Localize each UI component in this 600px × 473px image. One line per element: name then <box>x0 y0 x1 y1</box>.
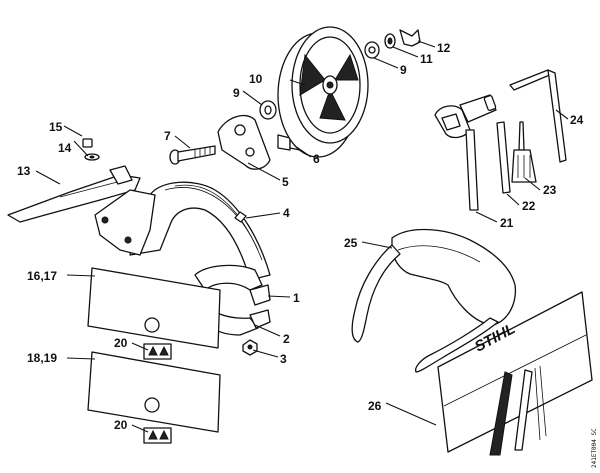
wheel-bolt <box>169 145 216 165</box>
combination-wrench <box>434 94 497 211</box>
deflector-blade <box>7 165 141 223</box>
spacer-sleeve-left <box>259 100 277 120</box>
callout-15: 15 <box>49 120 63 134</box>
safety-glasses <box>351 228 517 373</box>
pictogram-sticker-lower <box>143 427 172 444</box>
callout-13: 13 <box>17 164 31 178</box>
callout-25: 25 <box>344 236 358 250</box>
leader-lines <box>35 40 569 433</box>
reference-code: 241ET004 SC <box>591 428 598 468</box>
callout-24: 24 <box>570 113 584 127</box>
callout-18-19: 18,19 <box>27 351 57 365</box>
callout-9-left: 9 <box>233 86 240 100</box>
callout-14: 14 <box>58 141 72 155</box>
callout-4: 4 <box>283 206 290 220</box>
clamp-assembly <box>191 264 271 356</box>
screwdriver <box>511 121 537 183</box>
callout-10: 10 <box>249 72 263 86</box>
callout-1: 1 <box>293 291 300 305</box>
warning-label-lower <box>87 351 221 433</box>
callout-3: 3 <box>280 352 287 366</box>
callout-6: 6 <box>313 152 320 166</box>
callout-12: 12 <box>437 41 451 55</box>
callout-5: 5 <box>282 175 289 189</box>
wing-nut <box>399 29 421 47</box>
callout-22: 22 <box>522 199 536 213</box>
callout-23: 23 <box>543 183 557 197</box>
tool-bag: STIHL <box>437 291 593 456</box>
callout-16-17: 16,17 <box>27 269 57 283</box>
spacer-sleeve-right <box>364 41 380 59</box>
guard-housing <box>94 181 271 281</box>
callout-20-lower: 20 <box>114 418 128 432</box>
callout-11: 11 <box>420 52 433 66</box>
hex-key <box>509 69 567 163</box>
callout-26: 26 <box>368 399 382 413</box>
wheel <box>277 26 369 158</box>
warning-label-upper <box>87 267 221 349</box>
callout-20-upper: 20 <box>114 336 128 350</box>
small-screw <box>82 138 100 161</box>
callout-21: 21 <box>500 216 514 230</box>
washer <box>384 33 396 49</box>
pictogram-sticker-upper <box>143 343 172 360</box>
callout-2: 2 <box>283 332 290 346</box>
callout-7: 7 <box>164 129 171 143</box>
callout-9-right: 9 <box>400 63 407 77</box>
tool-rod <box>496 121 511 194</box>
callout-numbers: 1 2 3 4 5 6 7 9 9 10 11 12 13 14 15 16,1… <box>17 41 584 432</box>
bracket-plate <box>217 115 271 170</box>
